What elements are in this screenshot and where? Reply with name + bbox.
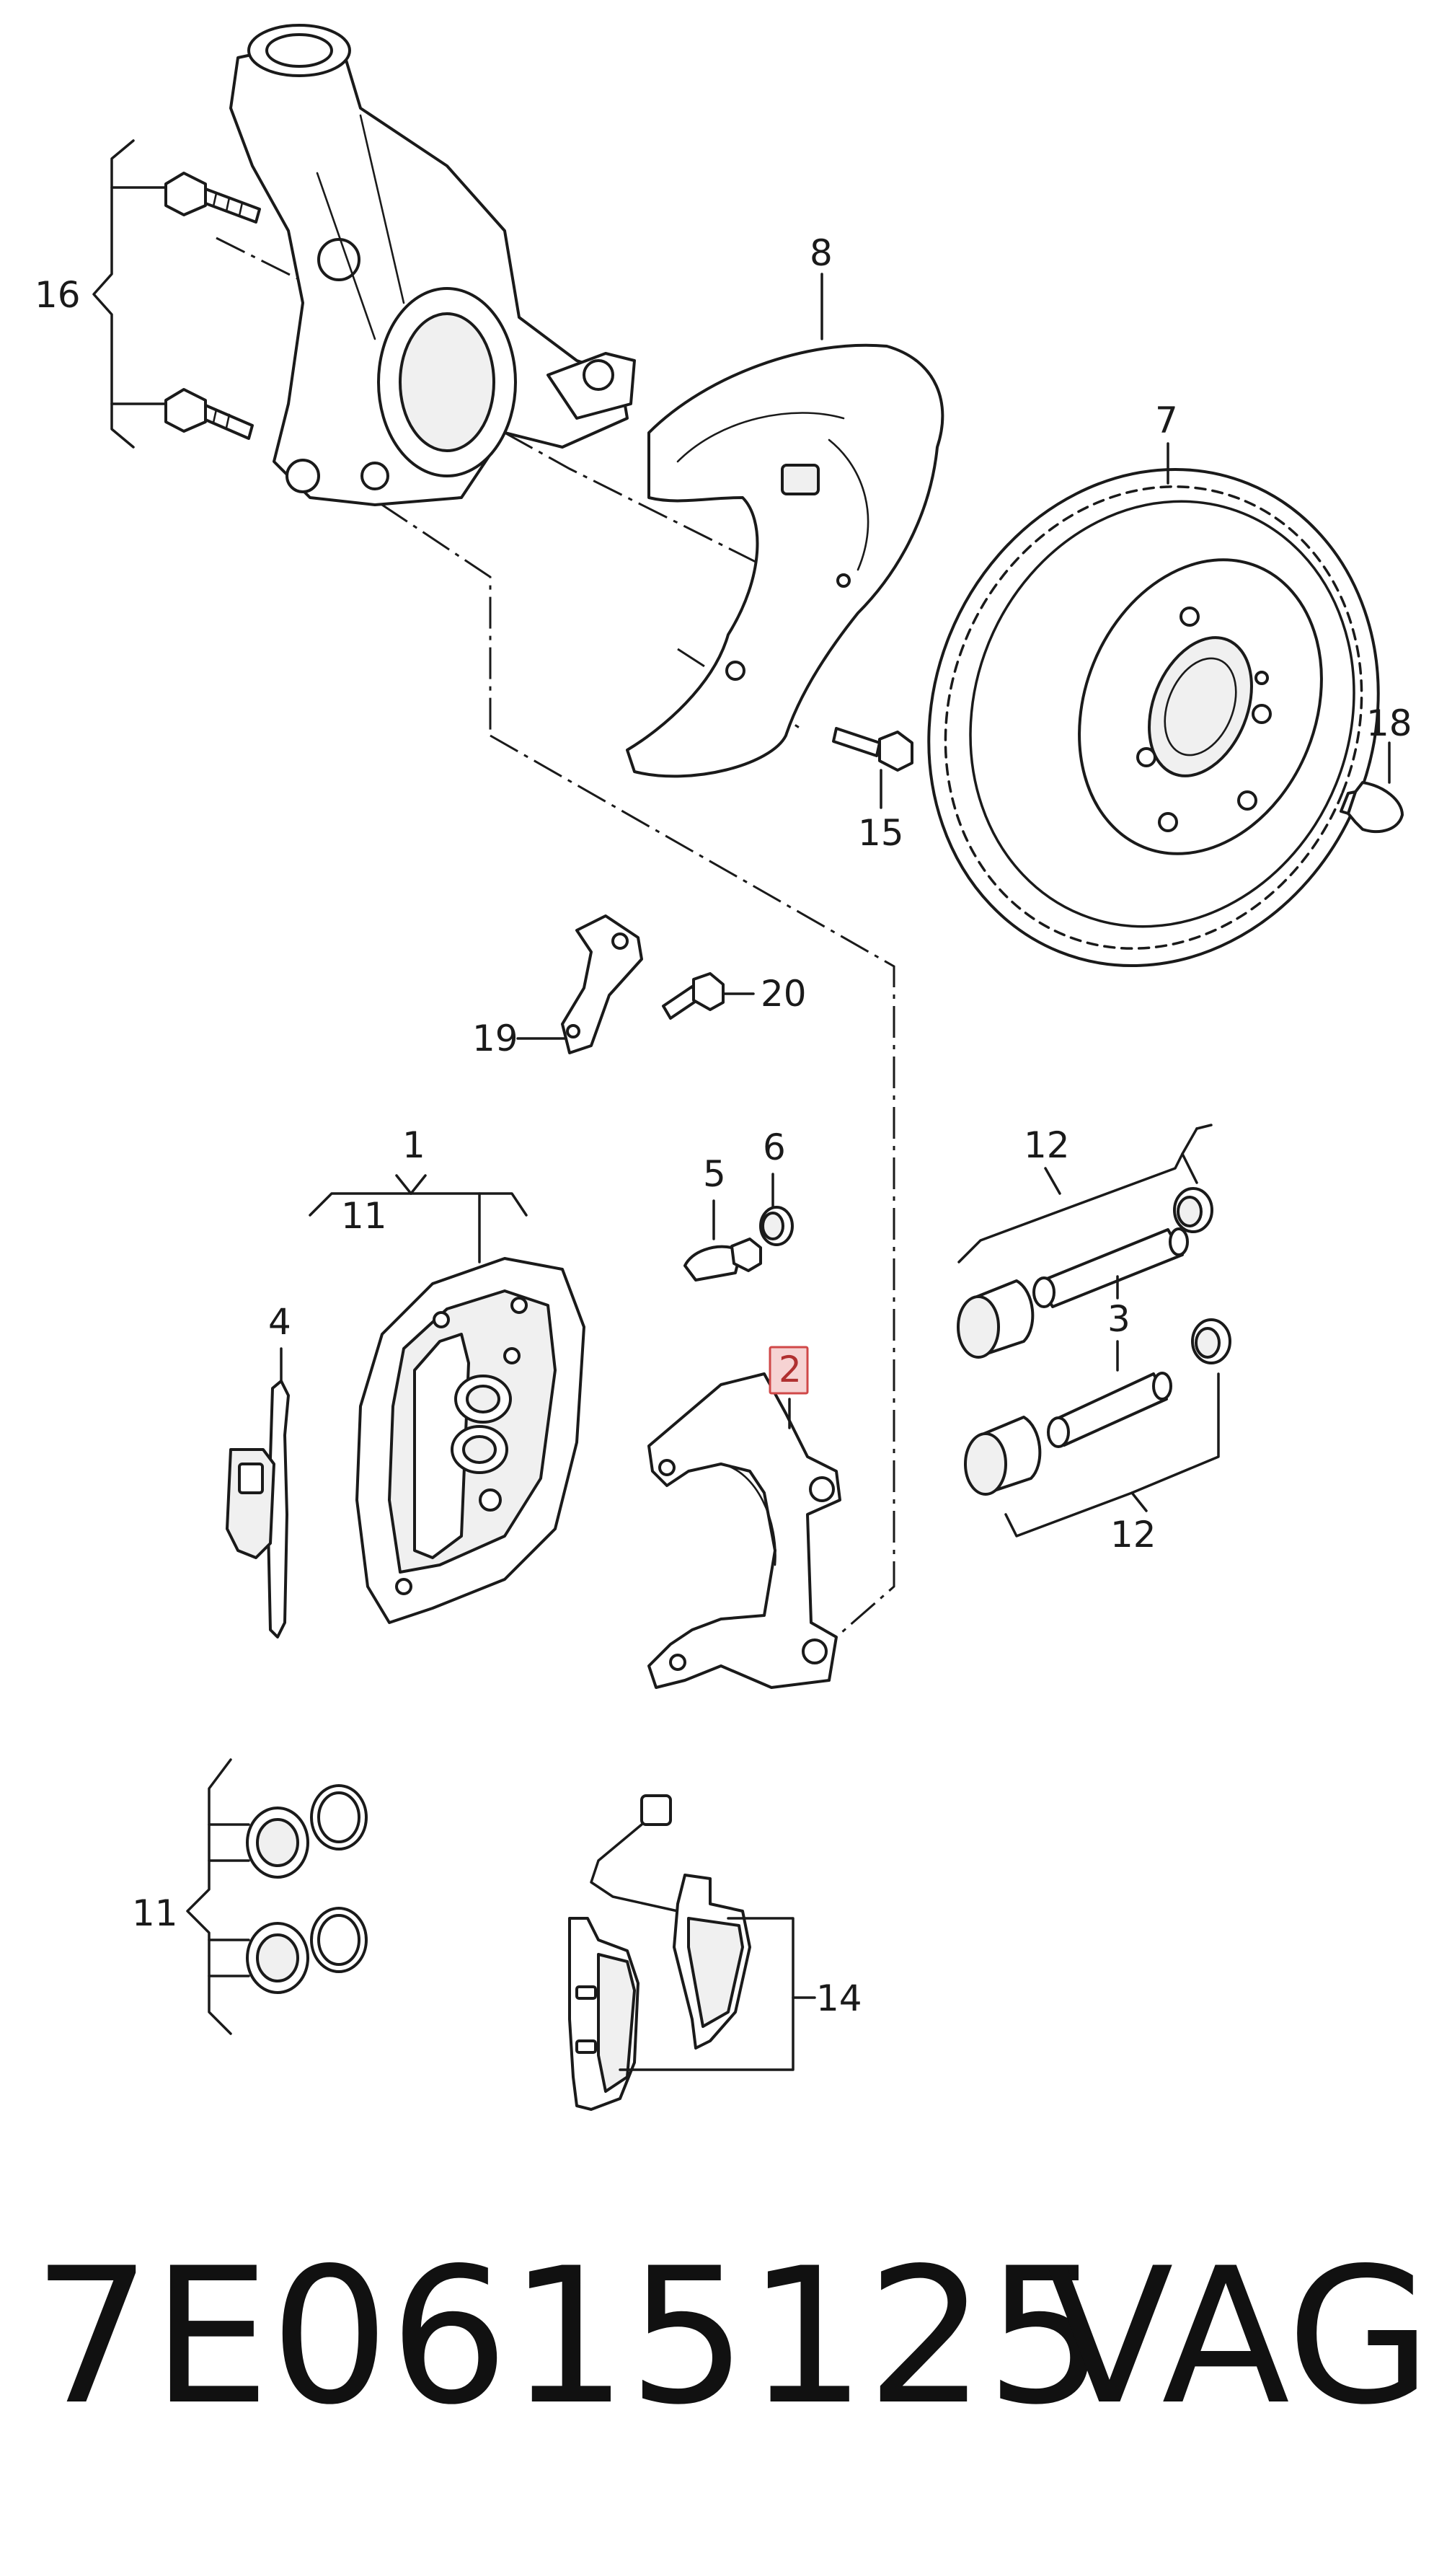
- bracket-19: 19: [472, 914, 643, 1059]
- label-7: 7: [1155, 400, 1178, 441]
- brand-name: VAG: [1045, 2228, 1432, 2446]
- label-2-highlighted: 2: [779, 1349, 802, 1390]
- label-11: 11: [132, 1892, 178, 1934]
- wear-sensor: [590, 1794, 679, 1913]
- bolt-20: 20: [662, 972, 807, 1020]
- label-5: 5: [703, 1153, 726, 1195]
- brake-carrier-2: [647, 1372, 841, 1689]
- dust-cap-6: 6: [759, 1126, 794, 1246]
- callout-14: 14: [619, 1917, 862, 2071]
- label-1: 1: [402, 1124, 425, 1166]
- label-12-bottom: 12: [1110, 1514, 1156, 1556]
- callout-1-11: 1 11: [309, 1124, 528, 1237]
- brake-pad-inner: [673, 1874, 751, 2050]
- label-3: 3: [1107, 1298, 1130, 1340]
- label-11-top: 11: [341, 1195, 387, 1237]
- brake-pad-outer: [568, 1917, 639, 2111]
- label-19: 19: [472, 1018, 518, 1059]
- label-8: 8: [810, 232, 833, 274]
- bolt-lower: [164, 388, 254, 440]
- label-18: 18: [1366, 702, 1412, 744]
- brake-caliper: [355, 1192, 585, 1624]
- label-14: 14: [816, 1977, 862, 2019]
- callout-3-12: 3 12 12: [957, 1124, 1220, 1556]
- spring-clip-4: 4: [226, 1301, 291, 1638]
- splash-shield: 8: [626, 232, 944, 778]
- guide-pin-lower: [964, 1318, 1231, 1496]
- label-4: 4: [268, 1301, 291, 1343]
- label-6: 6: [763, 1126, 786, 1168]
- brake-disc: 7: [927, 400, 1380, 968]
- steering-knuckle: [229, 24, 636, 506]
- part-number: 7E0615125: [32, 2228, 1105, 2446]
- callout-16: 16: [35, 139, 167, 449]
- wheel-bolt-18: 18: [1340, 702, 1412, 834]
- callout-11: 11: [132, 1758, 250, 2035]
- highlight-2: 2: [769, 1346, 809, 1395]
- footer: 7E0615125 VAG: [32, 2228, 1432, 2446]
- guide-pin-upper: [957, 1187, 1213, 1359]
- bleeder-valve-5: 5: [683, 1153, 762, 1282]
- label-15: 15: [858, 812, 904, 854]
- label-12-top: 12: [1024, 1124, 1070, 1166]
- bolt-upper: [164, 172, 261, 224]
- label-16: 16: [35, 274, 81, 316]
- label-20: 20: [761, 973, 807, 1015]
- bolt-15: 15: [832, 727, 913, 854]
- piston-seals: [246, 1784, 368, 1994]
